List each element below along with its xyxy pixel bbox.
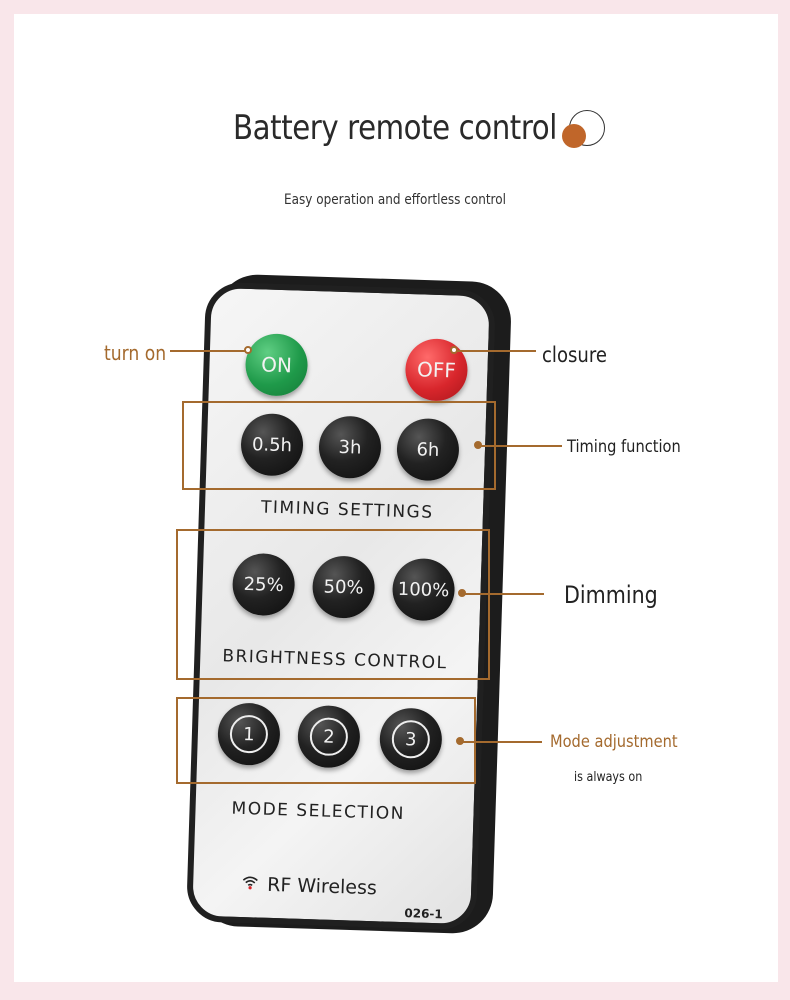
mode-marker: [456, 737, 464, 745]
closure-callout: closure: [542, 343, 607, 367]
dimming-leader-line: [462, 593, 544, 595]
timing-leader-line: [478, 445, 562, 447]
mode-callout: Mode adjustment: [550, 732, 678, 752]
dimming-marker: [458, 589, 466, 597]
mode-highlight-box: [176, 697, 476, 784]
closure-marker: [450, 346, 458, 354]
mode-note: is always on: [574, 770, 643, 785]
wireless-signal-icon: [242, 876, 258, 890]
timing-marker: [474, 441, 482, 449]
closure-leader-line: [454, 350, 536, 352]
timing-callout: Timing function: [567, 437, 681, 457]
timing-highlight-box: [182, 401, 496, 490]
model-number: 026-1: [404, 906, 443, 922]
turn-on-callout: turn on: [104, 341, 167, 365]
page-subtitle: Easy operation and effortless control: [284, 192, 506, 208]
circle-dot-icon: [562, 124, 586, 148]
page-title: Battery remote control: [233, 108, 557, 148]
remote-control: ON OFF 0.5h 3h 6h TIMING SETTINGS 25% 50…: [186, 281, 496, 931]
mode-selection-label: MODE SELECTION: [231, 798, 406, 825]
brand-label: RF Wireless: [266, 873, 378, 900]
mode-leader-line: [460, 741, 542, 743]
turn-on-marker: [244, 346, 252, 354]
timing-settings-label: TIMING SETTINGS: [260, 497, 434, 523]
off-button[interactable]: OFF: [404, 337, 469, 402]
on-button[interactable]: ON: [244, 332, 309, 397]
dimming-callout: Dimming: [564, 581, 658, 609]
turn-on-leader-line: [170, 350, 248, 352]
brightness-highlight-box: [176, 529, 490, 680]
